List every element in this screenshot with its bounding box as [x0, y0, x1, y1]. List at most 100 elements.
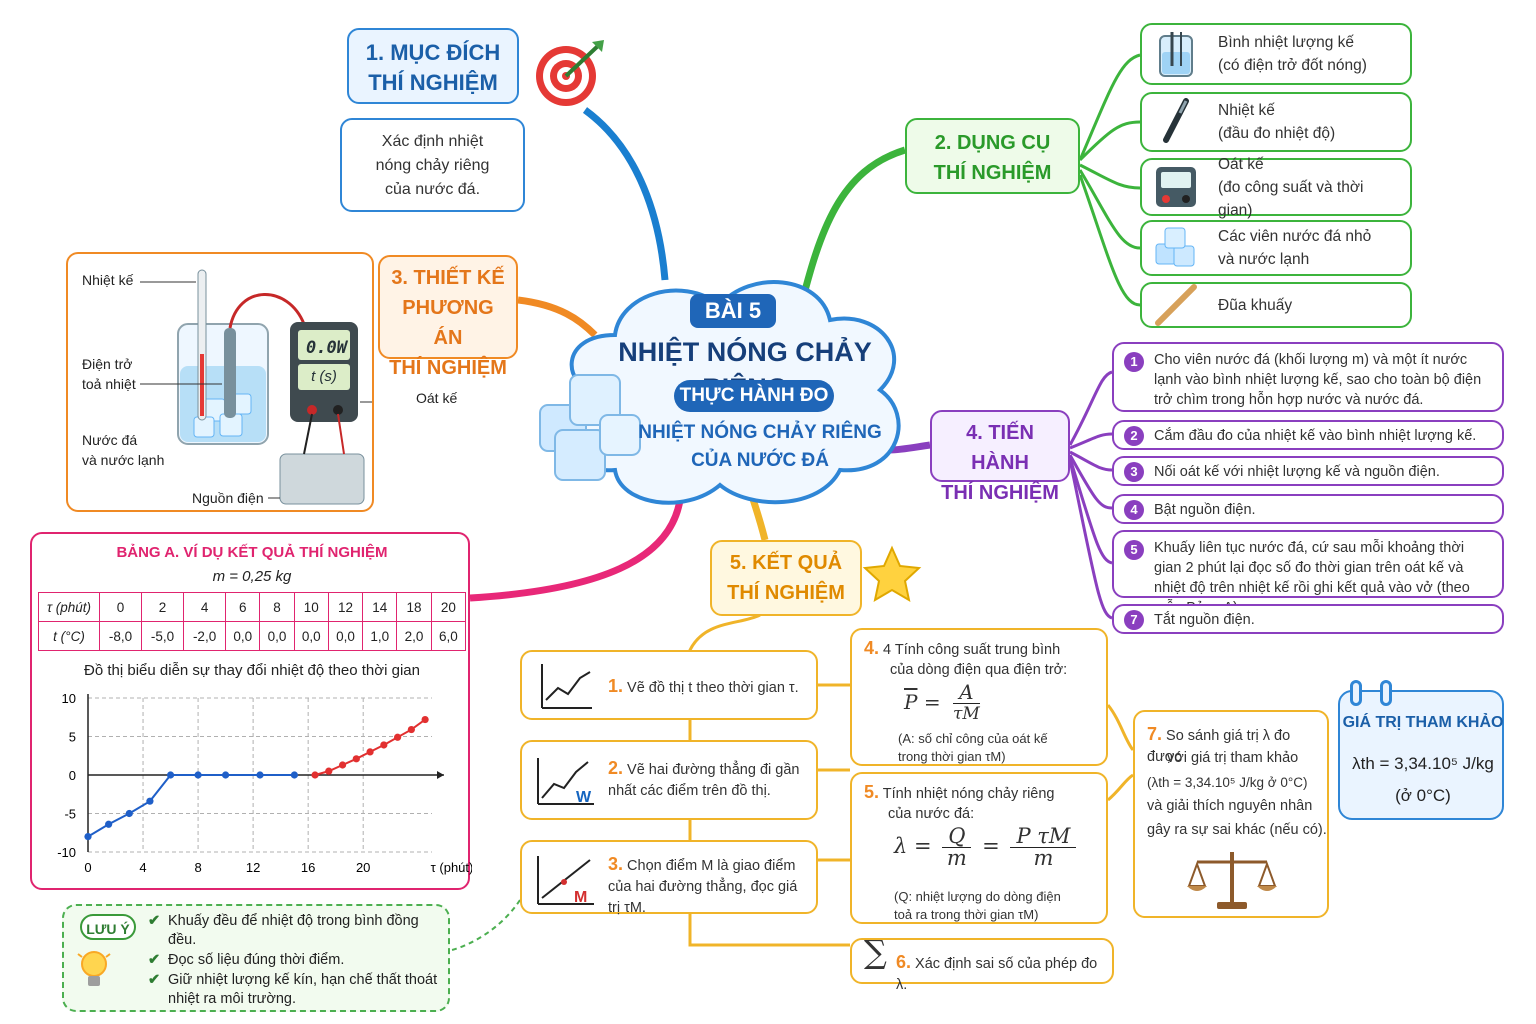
compare-text-line1: So sánh giá trị λ đo được	[1147, 728, 1291, 765]
tool-item-stirrer: Đũa khuấy	[1140, 282, 1412, 328]
heat-note-line2: toả ra trong thời gian τM)	[894, 907, 1039, 922]
binder-ring-right	[1380, 680, 1392, 706]
table-cell: 20	[430, 592, 467, 622]
formula-numerator: P τM	[1010, 826, 1077, 848]
note-text: Đọc số liệu đúng thời điểm.	[168, 952, 345, 968]
stirring-rod-icon	[1155, 284, 1197, 326]
result-number: 2.	[608, 758, 624, 778]
results-table: τ (phút) 0 2 4 6 8 10 12 14 18 20 t (°C)…	[38, 592, 467, 651]
error-text: Xác định sai số của phép đo λ.	[896, 956, 1098, 993]
tool-line1: Các viên nước đá nhỏ	[1218, 228, 1372, 245]
result-number: 7.	[1147, 724, 1163, 744]
table-cell: 6	[225, 592, 261, 622]
table-cell: 14	[362, 592, 398, 622]
check-icon: ✔	[148, 972, 161, 988]
calorimeter-icon	[1159, 32, 1193, 77]
power-formula: P = A τM	[904, 680, 980, 724]
table-row: t (°C) -8,0 -5,0 -2,0 0,0 0,0 0,0 0,0 1,…	[38, 621, 467, 651]
reference-value: λth = 3,34.10⁵ J/kg	[1352, 754, 1494, 773]
table-cell: 10	[293, 592, 329, 622]
target-icon	[536, 40, 604, 106]
formula-lhs: P	[904, 690, 918, 714]
data-point	[256, 771, 264, 779]
table-cell: 6,0	[430, 621, 467, 651]
data-point	[290, 771, 298, 779]
step-text: Tắt nguồn điện.	[1154, 612, 1255, 628]
table-cell: 0	[98, 592, 143, 622]
formula-numerator: A	[952, 682, 980, 704]
table-cell: 2,0	[396, 621, 432, 651]
result-heat-box: 5. Tính nhiệt nóng chảy riêng của nước đ…	[850, 772, 1108, 924]
step-number-badge: 1	[1124, 352, 1144, 372]
data-point	[146, 797, 154, 805]
table-mass: m = 0,25 kg	[212, 568, 292, 585]
step-number-badge: 3	[1124, 462, 1144, 482]
data-point	[194, 771, 202, 779]
design-title-box: 3. THIẾT KẾ PHƯƠNG ÁN THÍ NGHIỆM	[378, 255, 518, 379]
wattmeter-icon	[1156, 167, 1196, 207]
tool-item-calorimeter: Bình nhiệt lượng kế(có điện trở đốt nóng…	[1140, 23, 1412, 85]
result-number: 1.	[608, 676, 624, 696]
step-text: Cắm đầu đo của nhiệt kế vào bình nhiệt l…	[1154, 428, 1477, 444]
data-point	[311, 771, 319, 779]
series-line-0	[87, 774, 295, 838]
result-text: Chọn điểm M là giao điểm của hai đường t…	[608, 858, 798, 916]
data-point	[407, 725, 415, 734]
power-note-line2: trong thời gian τM)	[898, 749, 1006, 764]
lightbulb-icon	[77, 951, 111, 986]
label-ice-line2: và nước lạnh	[82, 452, 165, 468]
reference-card: GIÁ TRỊ THAM KHẢO λth = 3,34.10⁵ J/kg (ở…	[1338, 690, 1504, 820]
heat-note-line1: (Q: nhiệt lượng do dòng điện	[894, 889, 1061, 904]
notes-card: LƯU Ý ✔Khuấy đều để nhiệt độ trong bình …	[62, 904, 450, 1012]
data-point	[352, 755, 360, 763]
x-tick-label: 4	[139, 860, 146, 875]
display-time-readout: t (s)	[311, 368, 337, 385]
formula-lhs: λ	[894, 834, 908, 858]
table-cell: -5,0	[141, 621, 185, 651]
note-item: ✔ Giữ nhiệt lượng kế kín, hạn chế thất th…	[148, 971, 444, 1009]
data-point	[421, 715, 429, 724]
table-row-label: t (°C)	[38, 621, 100, 651]
table-cell: 0,0	[259, 621, 295, 651]
compare-text-line3: (λth = 3,34.10⁵ J/kg ở 0°C)	[1147, 775, 1308, 790]
design-title-line3: THÍ NGHIỆM	[389, 357, 507, 379]
result-number: 6.	[896, 952, 912, 972]
reference-condition: (ở 0°C)	[1395, 786, 1451, 805]
thermometer-icon	[1163, 98, 1189, 143]
formula-denominator: m	[946, 846, 967, 870]
result-number: 3.	[608, 854, 624, 874]
design-title-line1: 3. THIẾT KẾ	[391, 267, 505, 289]
compare-text-line4: và giải thích nguyên nhân	[1147, 798, 1313, 814]
result-item-2: W 2. Vẽ hai đường thẳng đi gần nhất các …	[520, 740, 818, 820]
data-point	[394, 733, 402, 741]
tools-title-line1: 2. DỤNG CỤ	[934, 132, 1051, 154]
tool-item-wattmeter: Oát kế(đo công suất và thời gian)	[1140, 156, 1412, 219]
balance-scale-icon	[1187, 852, 1277, 909]
data-point	[105, 820, 113, 828]
label-wattmeter: Oát kế	[416, 390, 458, 406]
compare-text-line5: gây ra sự sai khác (nếu có).	[1147, 822, 1327, 838]
y-tick-label: -5	[64, 807, 76, 822]
table-cell: 0,0	[225, 621, 261, 651]
formula-numerator: Q	[942, 826, 972, 848]
data-point	[125, 809, 133, 818]
heat-text-line1: Tính nhiệt nóng chảy riêng	[882, 786, 1055, 802]
purpose-desc-line1: Xác định nhiệt	[381, 133, 484, 150]
data-point	[380, 741, 388, 749]
design-diagram-card: Nhiệt kế Điện trở toả nhiệt Nước đá và n…	[66, 252, 374, 512]
label-ice-line1: Nước đá	[82, 432, 138, 448]
note-text: Giữ nhiệt lượng kế kín, hạn chế thất tho…	[168, 972, 438, 1007]
table-cell: 18	[396, 592, 432, 622]
procedure-title-line2: THÍ NGHIỆM	[941, 482, 1059, 504]
result-item-3: M 3. Chọn điểm M là giao điểm của hai đư…	[520, 840, 818, 916]
power-note-line1: (A: số chỉ công của oát kế	[898, 731, 1048, 746]
data-point	[222, 771, 230, 779]
reference-title: GIÁ TRỊ THAM KHẢO	[1342, 714, 1504, 731]
table-cell: 2	[141, 592, 185, 622]
display-power-readout: 0.0W	[306, 338, 347, 358]
